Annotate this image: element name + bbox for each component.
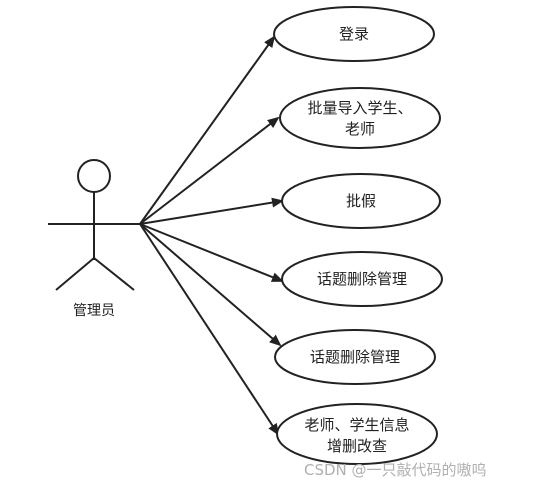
associations xyxy=(139,35,284,436)
use-case-1: 登录 xyxy=(273,6,435,62)
use-case-ellipse xyxy=(274,329,436,385)
use-case-label: 批量导入学生、 xyxy=(307,99,412,117)
use-case-6: 老师、学生信息 增删改查 xyxy=(276,403,438,465)
use-case-2: 批量导入学生、 老师 xyxy=(279,87,441,149)
actor-label: 管理员 xyxy=(73,303,115,319)
use-case-ellipse xyxy=(276,403,438,465)
association-arrow xyxy=(139,197,284,225)
association-arrow xyxy=(139,116,280,225)
actor-head xyxy=(77,159,111,193)
use-case-ellipse xyxy=(281,173,441,229)
use-case-label: 话题删除管理 xyxy=(317,270,407,288)
use-case-label: 话题删除管理 xyxy=(310,348,400,366)
use-case-label: 登录 xyxy=(339,25,369,43)
actor-right-leg xyxy=(93,257,135,291)
use-case-label: 老师 xyxy=(345,120,375,138)
use-case-label: 批假 xyxy=(346,192,376,210)
association-arrow xyxy=(139,223,280,436)
watermark: CSDN @一只敲代码的嗷呜 xyxy=(304,461,487,479)
association-arrow xyxy=(139,223,284,282)
use-case-3: 批假 xyxy=(281,173,441,229)
association-arrow xyxy=(139,223,282,347)
association-arrow xyxy=(139,35,276,225)
use-case-ellipse xyxy=(279,87,441,149)
use-case-ellipse xyxy=(281,251,443,307)
use-case-5: 话题删除管理 xyxy=(274,329,436,385)
actor-left-leg xyxy=(55,257,95,291)
use-case-label: 增删改查 xyxy=(327,437,387,455)
actor-admin: 管理员 xyxy=(48,159,140,319)
use-case-4: 话题删除管理 xyxy=(281,251,443,307)
use-case-ellipse xyxy=(273,6,435,62)
use-case-label: 老师、学生信息 xyxy=(304,416,409,434)
